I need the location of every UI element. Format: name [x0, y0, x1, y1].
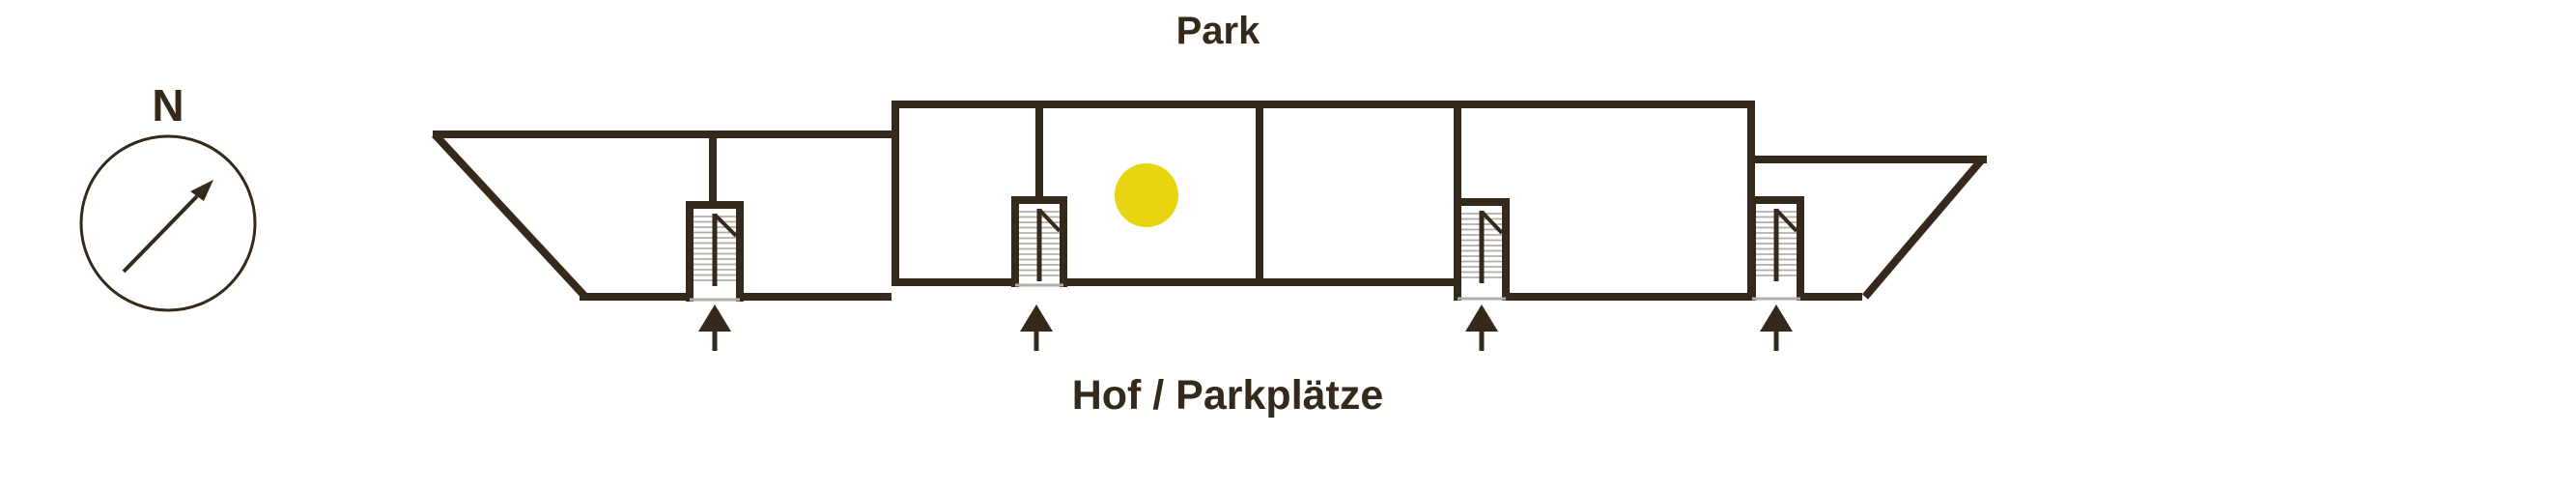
stair-wall-top [686, 201, 744, 209]
stair-direction-line [1037, 208, 1062, 233]
wall-segment [580, 293, 686, 301]
wall-segment [1510, 293, 1748, 301]
stair-wall-right [1502, 198, 1510, 301]
wall-segment [744, 293, 892, 301]
stair-wall-right [1797, 196, 1804, 301]
wall-segment [892, 101, 899, 286]
stair-wall-left [686, 201, 694, 302]
arrow-stem [1773, 331, 1779, 351]
wall-segment [1804, 293, 1862, 301]
staircase-2 [1011, 196, 1067, 287]
compass-circle [79, 134, 257, 312]
arrow-stem [1479, 331, 1485, 351]
compass [79, 134, 257, 312]
stair-wall-left [1011, 196, 1019, 287]
stair-wall-left [1454, 198, 1461, 301]
stair-wall-left [1748, 196, 1756, 301]
stair-wall-right [736, 201, 744, 302]
entrance-threshold [1458, 297, 1506, 301]
entrance-threshold [1752, 297, 1800, 301]
stair-direction-line [1480, 210, 1504, 235]
arrow-head [698, 304, 731, 332]
courtyard-parking-label: Hof / Parkplätze [1071, 372, 1384, 419]
wall-segment [709, 134, 717, 204]
slanted-wall [432, 131, 588, 300]
entrance-arrow-1 [698, 304, 731, 351]
stair-direction-line [1774, 208, 1798, 233]
wall-segment [899, 278, 1011, 286]
location-marker-dot [1115, 163, 1178, 227]
stair-direction-line [713, 213, 738, 238]
staircase-3 [1454, 198, 1510, 301]
park-label: Park [1175, 10, 1260, 52]
arrow-stem [712, 331, 718, 351]
wall-segment [1755, 156, 1987, 163]
staircase-4 [1748, 196, 1804, 301]
stair-rail [1479, 211, 1485, 283]
stair-wall-right [1060, 196, 1067, 287]
stair-wall-top [1748, 196, 1804, 204]
arrow-stem [1033, 331, 1039, 351]
compass-needle-head [190, 180, 213, 201]
arrow-head [1465, 304, 1498, 332]
wall-segment [433, 130, 895, 138]
arrow-head [1020, 304, 1053, 332]
slanted-wall [1861, 157, 1986, 300]
wall-segment [1256, 104, 1263, 282]
compass-north-label: N [152, 80, 184, 130]
stair-wall-top [1011, 196, 1067, 204]
arrow-head [1760, 304, 1793, 332]
compass-needle [122, 194, 199, 274]
stair-rail [1773, 209, 1779, 281]
stair-wall-top [1454, 198, 1510, 206]
staircase-1 [686, 201, 744, 302]
stair-rail [712, 214, 718, 286]
wall-segment [892, 101, 1755, 108]
entrance-arrow-4 [1760, 304, 1793, 351]
entrance-threshold [690, 298, 740, 302]
stair-rail [1036, 209, 1042, 281]
entrance-arrow-2 [1020, 304, 1053, 351]
wall-segment [1454, 104, 1461, 201]
entrance-threshold [1015, 283, 1063, 287]
entrance-arrow-3 [1465, 304, 1498, 351]
wall-segment [1035, 104, 1043, 199]
